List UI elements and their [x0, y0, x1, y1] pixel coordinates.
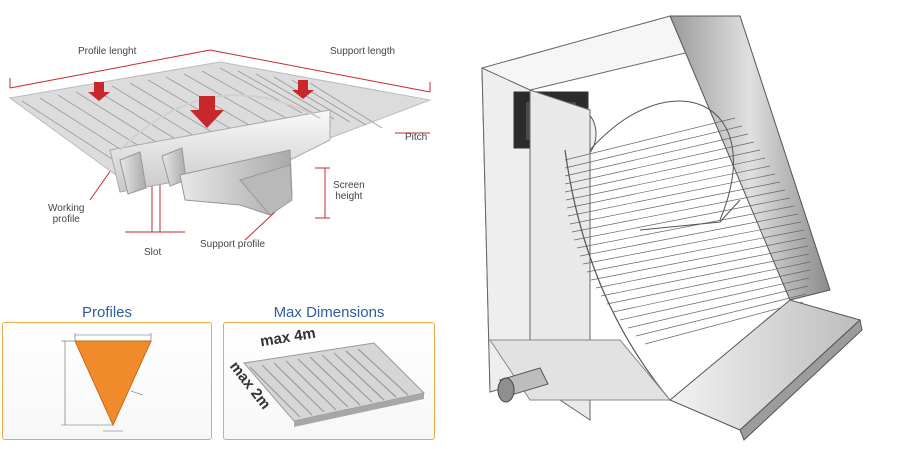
label-profile-length: Profile lenght [78, 46, 137, 57]
label-screen-height-line1: Screen [333, 180, 365, 191]
label-screen-height: Screen height [333, 180, 365, 202]
profiles-panel: Profiles [2, 300, 212, 442]
dimension-lines [9, 49, 431, 241]
max-dimensions-title: Max Dimensions [273, 304, 385, 321]
label-pitch: Pitch [405, 132, 428, 143]
max-dimensions-panel: Max Dimensions max 4m max 2m [223, 300, 435, 442]
label-working-profile-line2: profile [52, 214, 80, 225]
screen-bars [564, 117, 811, 345]
profiles-box [2, 322, 212, 440]
grid-panel-illustration [243, 342, 426, 427]
screen-machine-drawing [481, 15, 863, 441]
max-dimensions-box: max 4m max 2m [223, 322, 435, 440]
label-working-profile-line1: Working [48, 203, 85, 214]
label-support-length: Support length [330, 46, 396, 57]
grid-illustration [8, 49, 432, 241]
label-slot: Slot [144, 247, 162, 258]
wedge-wire-grid-diagram: Profile lenght Support length Pitch Scre… [0, 0, 450, 265]
label-working-profile: Working profile [48, 203, 85, 225]
profiles-title: Profiles [81, 304, 133, 321]
screen-machine-illustration [470, 0, 900, 444]
grid-bars [8, 61, 432, 216]
label-screen-height-line2: height [335, 191, 363, 202]
load-arrows [88, 80, 314, 128]
profile-cross-section [61, 333, 152, 432]
label-support-profile: Support profile [200, 239, 266, 250]
